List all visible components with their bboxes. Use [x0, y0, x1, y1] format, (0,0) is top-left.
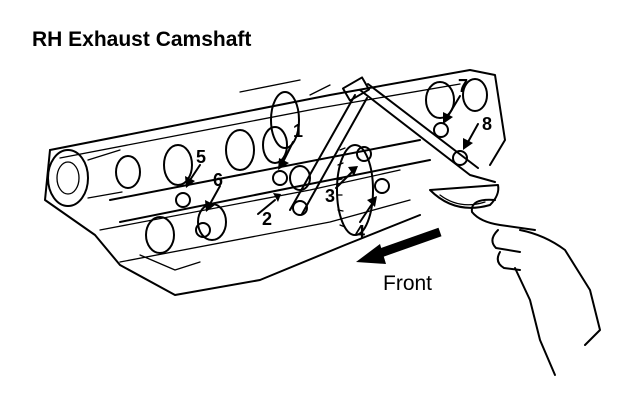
callout-arrows — [185, 95, 479, 223]
label-5: 5 — [196, 147, 206, 167]
label-7: 7 — [458, 76, 468, 96]
front-arrow — [356, 227, 442, 264]
camshaft — [109, 78, 488, 254]
label-6: 6 — [213, 170, 223, 190]
diagram-title: RH Exhaust Camshaft — [32, 28, 252, 51]
label-4: 4 — [355, 222, 365, 242]
bearing-cap-bolts — [175, 122, 468, 238]
hand — [470, 198, 601, 376]
cylinder-head — [44, 69, 506, 296]
label-3: 3 — [325, 186, 335, 206]
front-label: Front — [383, 272, 432, 295]
cam-gear — [270, 91, 374, 236]
label-8: 8 — [482, 114, 492, 134]
label-1: 1 — [293, 121, 303, 141]
label-2: 2 — [262, 209, 272, 229]
service-tool — [289, 76, 500, 215]
